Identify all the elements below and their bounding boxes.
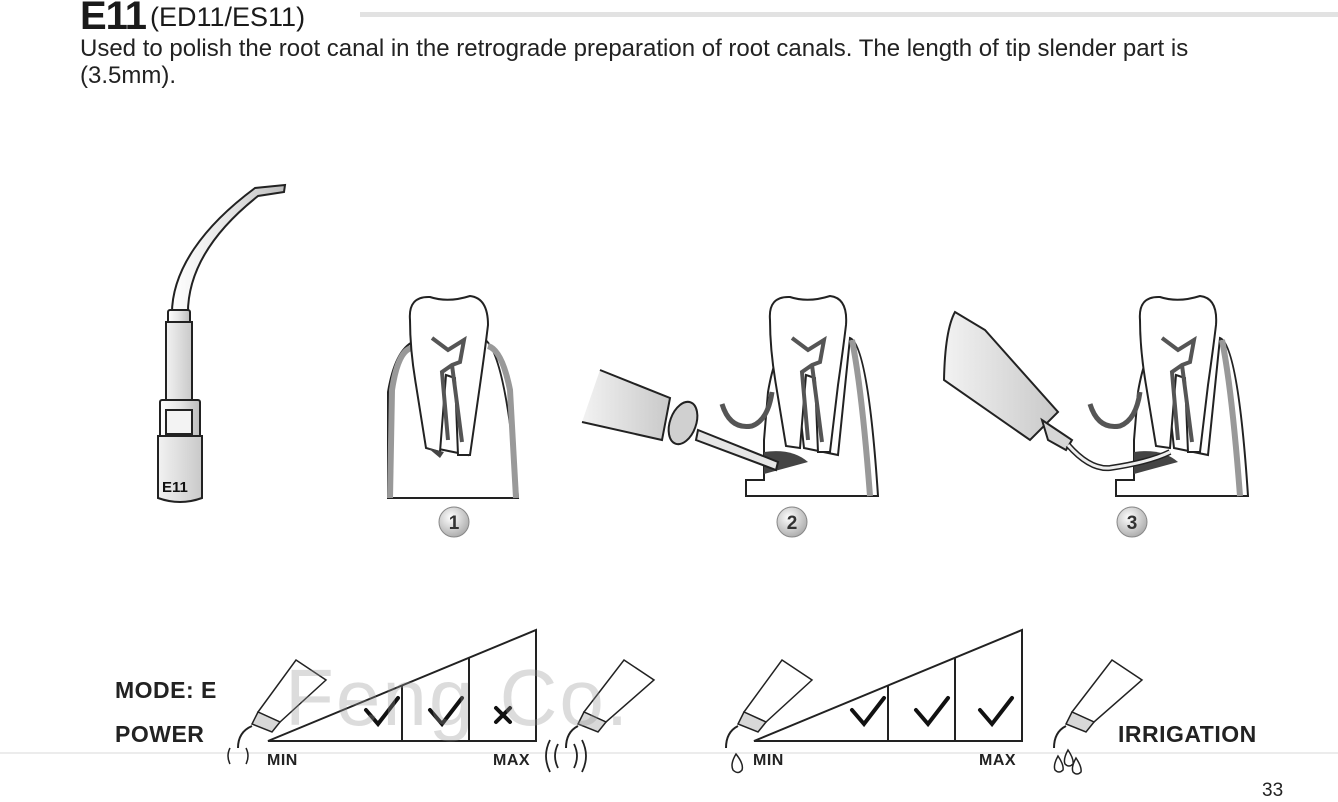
step-1-badge (438, 506, 470, 538)
irrigation-level-2-check-icon (914, 696, 950, 728)
step-2-number: 2 (787, 513, 798, 534)
irrigation-level-3-check-icon (978, 696, 1014, 728)
tip-variants: (ED11/ES11) (150, 2, 306, 32)
power-wedge (267, 628, 537, 742)
irrigation-max-drops-icon (1053, 748, 1082, 775)
irrigation-min-handpiece-icon (725, 658, 814, 749)
power-max-handpiece-icon (565, 658, 656, 749)
step-3-number: 3 (1127, 513, 1138, 534)
power-min-handpiece-icon (237, 658, 328, 749)
power-min-vibration-icon (227, 747, 249, 765)
step-1-number: 1 (449, 513, 460, 534)
irrigation-min-drop-icon (731, 752, 744, 774)
irrigation-wedge (753, 628, 1023, 742)
mode-label: MODE: E (115, 677, 217, 703)
tip-drawing (157, 183, 287, 503)
power-label: POWER (115, 721, 205, 747)
power-max-vibration-icon (545, 739, 587, 773)
tip-code-title: E11 (80, 0, 147, 38)
power-level-2-check-icon (428, 696, 464, 728)
power-level-3-cross-icon (494, 706, 512, 724)
power-min-label: MIN (267, 752, 298, 769)
step-3-badge (1116, 506, 1148, 538)
bottom-rule (0, 752, 1338, 754)
irrigation-min-label: MIN (753, 752, 784, 769)
step-2-tooth-diagram (581, 294, 880, 497)
watermark: Feng Co. (285, 653, 631, 742)
step-2-badge (776, 506, 808, 538)
tip-description: Used to polish the root canal in the ret… (80, 35, 1189, 89)
page-number: 33 (1262, 780, 1284, 801)
irrigation-max-handpiece-icon (1053, 658, 1144, 749)
power-level-1-check-icon (364, 696, 400, 728)
step-3-tooth-diagram (942, 294, 1250, 497)
tip-label: E11 (162, 479, 188, 496)
irrigation-max-label: MAX (979, 752, 1017, 769)
header-rule (360, 12, 1338, 17)
power-max-label: MAX (493, 752, 531, 769)
step-1-tooth-diagram (387, 294, 520, 499)
irrigation-label: IRRIGATION (1118, 721, 1257, 747)
irrigation-level-1-check-icon (850, 696, 886, 728)
